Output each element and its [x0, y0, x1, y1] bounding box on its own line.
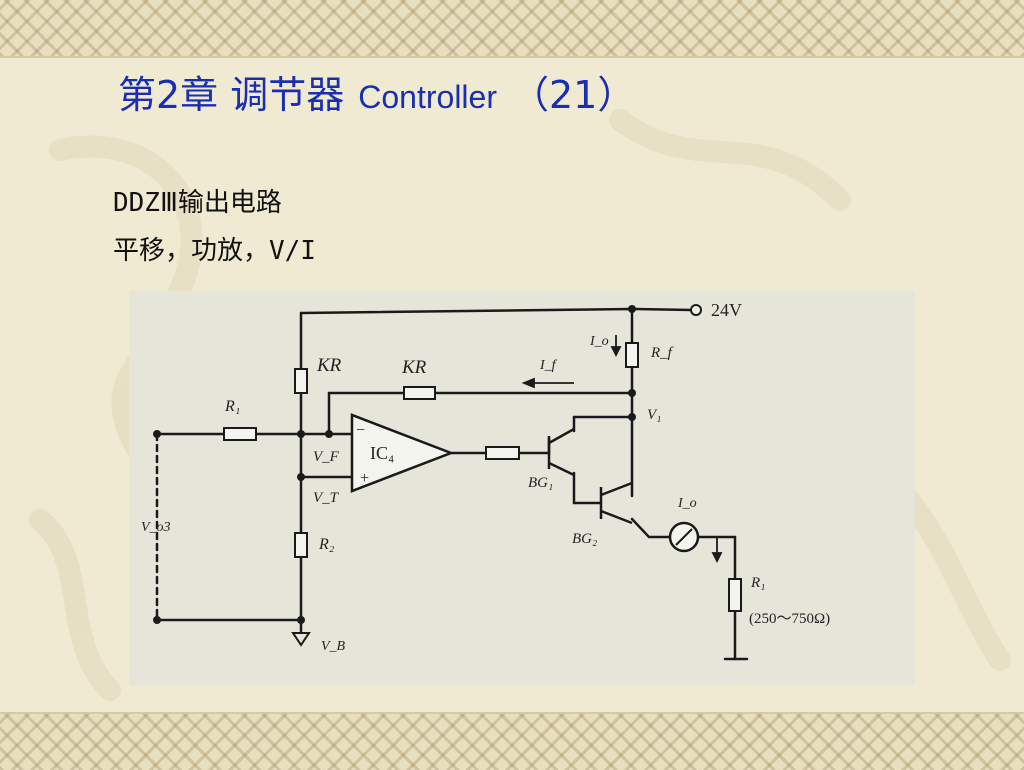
- resistor-base: [485, 446, 520, 460]
- circuit-diagram: 24V KR KR R₁ R₂ IC₄ − + V_F V_T V_B V_o3…: [141, 300, 830, 661]
- label-bg1: BG₁: [528, 475, 553, 491]
- label-kr-mid: KR: [401, 357, 427, 378]
- label-kr-top: KR: [316, 355, 342, 376]
- resistor-load: [728, 578, 742, 612]
- transistor-bg2: [599, 481, 633, 525]
- top-decorative-border: [0, 0, 1024, 58]
- label-load-resistor: R₁: [750, 575, 765, 591]
- label-io-meter: I_o: [677, 496, 697, 511]
- label-vo3: V_o3: [141, 520, 171, 535]
- label-r1-input: R₁: [224, 398, 240, 415]
- label-vb: V_B: [321, 639, 346, 654]
- label-load-range: (250～750Ω): [749, 611, 830, 627]
- label-rf: R_f: [650, 345, 674, 361]
- wire-output: [630, 517, 737, 661]
- opamp-triangle: [350, 413, 455, 493]
- junctions: [153, 305, 636, 624]
- slide-title: 第2章 调节器 Controller （21）: [118, 64, 635, 119]
- label-supply: 24V: [711, 300, 742, 320]
- meter-needle: [675, 528, 693, 546]
- label-minus: −: [356, 422, 365, 439]
- label-ic4: IC₄: [370, 443, 394, 463]
- title-number: （21）: [510, 73, 636, 117]
- resistor-kr-feedback: [403, 386, 436, 400]
- resistor-kr-vertical: [294, 368, 308, 394]
- wire-bottom: [155, 618, 303, 633]
- title-chapter: 第2章 调节器: [118, 73, 345, 117]
- label-io-top: I_o: [589, 334, 609, 349]
- label-vt: V_T: [313, 490, 340, 506]
- title-english: Controller: [358, 79, 497, 115]
- resistor-rf: [625, 342, 639, 368]
- circuit-diagram-panel: 24V KR KR R₁ R₂ IC₄ − + V_F V_T V_B V_o3…: [129, 291, 915, 685]
- ground-symbol: [291, 632, 311, 647]
- subtitle-circuit-name: DDZⅢ输出电路: [113, 188, 282, 218]
- label-vf: V_F: [313, 449, 340, 465]
- bottom-decorative-border: [0, 712, 1024, 770]
- wire-feedback: [327, 391, 634, 433]
- resistor-r1-input: [223, 427, 257, 441]
- transistor-bg1: [547, 427, 575, 477]
- wire-bg1-emitter: [572, 471, 603, 505]
- resistor-r2: [294, 532, 308, 558]
- label-v1: V₁: [647, 407, 661, 423]
- label-bg2: BG₂: [572, 531, 597, 547]
- transistors: [547, 427, 633, 525]
- subtitle-functions: 平移，功放，V/I: [113, 236, 316, 266]
- resistors: [223, 342, 742, 612]
- label-plus: +: [360, 470, 369, 487]
- current-arrows: [521, 335, 723, 564]
- label-if: I_f: [539, 358, 558, 373]
- circuit-wires: [155, 307, 749, 661]
- wire-collector-node: [572, 415, 634, 498]
- label-r2: R₂: [318, 536, 335, 553]
- supply-terminal: [690, 304, 702, 316]
